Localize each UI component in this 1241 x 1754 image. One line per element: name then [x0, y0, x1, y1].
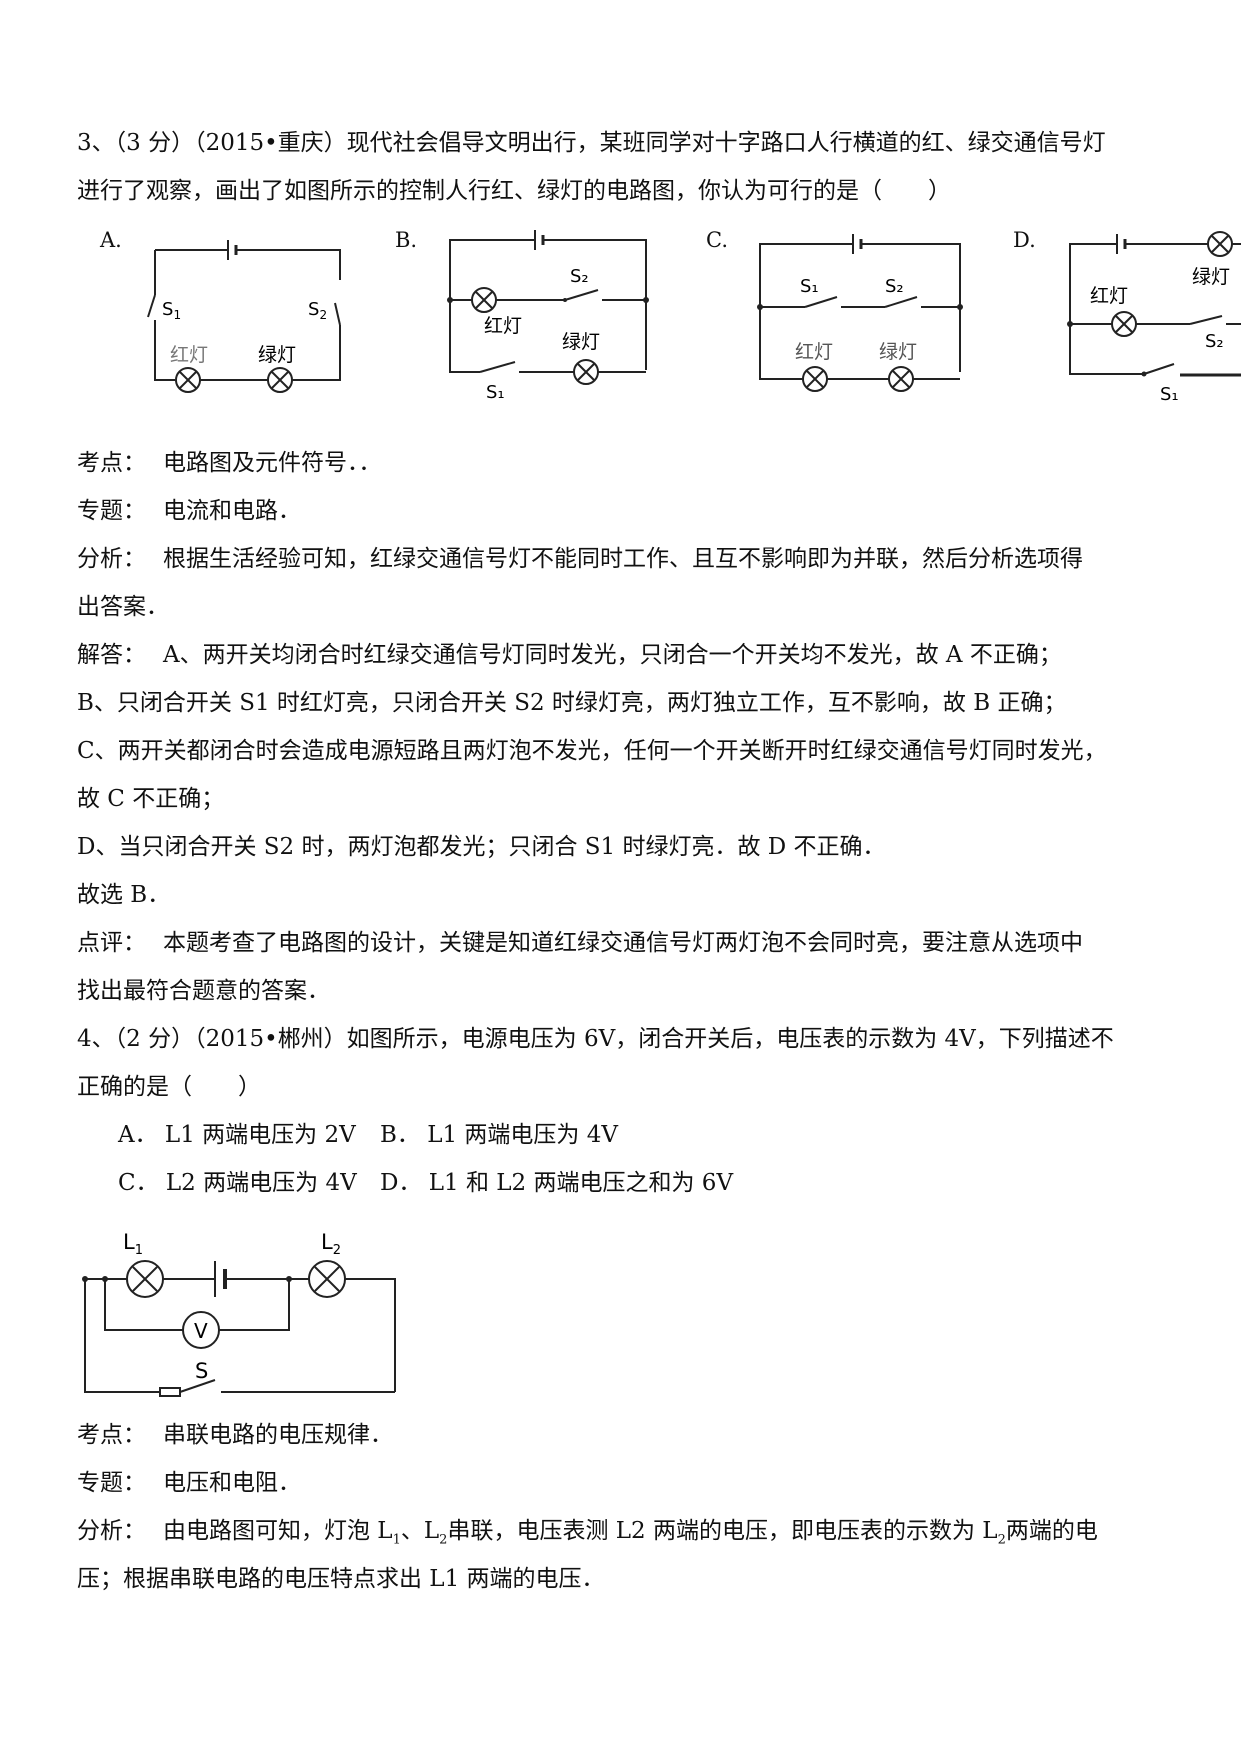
label-l1: L1 [123, 1230, 143, 1258]
label-s1: S₁ [800, 276, 819, 297]
circuit-diagram-d: 绿灯 红灯 S₂ S₁ [1067, 231, 1241, 405]
label-green-light: 绿灯 [258, 344, 296, 366]
label-red-light: 红灯 [795, 341, 833, 363]
circuit-diagram-a: S1 S2 红灯 绿灯 [147, 240, 341, 393]
label-green-light: 绿灯 [879, 341, 917, 363]
label-switch-s: S [195, 1359, 208, 1383]
q3-dianping-cont: 找出最符合题意的答案． [77, 978, 330, 1004]
label-green-light: 绿灯 [1192, 266, 1230, 288]
label-s2: S₂ [885, 276, 904, 297]
q4-option-d: D． L1 和 L2 两端电压之和为 6V [380, 1170, 734, 1196]
q4-stem-line2: 正确的是（ ） [77, 1074, 261, 1100]
q3-fenxi: 分析：根据生活经验可知，红绿交通信号灯不能同时工作、且互不影响即为并联，然后分析… [77, 546, 1083, 572]
q3-jieda: 解答：A、两开关均闭合时红绿交通信号灯同时发光，只闭合一个开关均不发光，故 A … [77, 642, 1062, 668]
q3-option-c-label: C. [706, 228, 728, 252]
q3-option-b-label: B. [395, 228, 418, 252]
circuit-diagram-c: S₁ S₂ 红灯 绿灯 [757, 234, 963, 392]
q3-jieda-c-cont: 故 C 不正确； [77, 786, 225, 812]
q4-option-b: B． L1 两端电压为 4V [380, 1122, 618, 1148]
circuit-diagram-q4: V L1 L2 S [82, 1230, 396, 1397]
q3-stem-line2: 进行了观察，画出了如图所示的控制人行红、绿灯的电路图，你认为可行的是（ ） [77, 178, 951, 204]
label-s1: S1 [162, 299, 181, 322]
q3-option-a-label: A. [100, 228, 122, 252]
q4-option-c: C． L2 两端电压为 4V [118, 1170, 357, 1196]
q4-kaodian: 考点：串联电路的电压规律． [77, 1422, 393, 1448]
label-red-light: 红灯 [170, 344, 208, 366]
label-s1: S₁ [486, 382, 505, 403]
q3-option-d-label: D. [1013, 228, 1036, 252]
q4-stem-line1: 4、（2 分）（2015•郴州）如图所示，电源电压为 6V，闭合开关后，电压表的… [77, 1026, 1114, 1052]
q3-jieda-d: D、当只闭合开关 S2 时，两灯泡都发光；只闭合 S1 时绿灯亮．故 D 不正确… [77, 834, 886, 860]
label-s2: S₂ [570, 266, 589, 287]
q4-fenxi: 分析：由电路图可知，灯泡 L1、L2串联，电压表测 L2 两端的电压，即电压表的… [77, 1518, 1098, 1548]
circuit-diagram-b: S₂ 红灯 绿灯 S₁ [447, 230, 649, 403]
q3-dianping: 点评：本题考查了电路图的设计，关键是知道红绿交通信号灯两灯泡不会同时亮，要注意从… [77, 930, 1083, 956]
label-green-light: 绿灯 [562, 331, 600, 353]
label-s2: S2 [308, 299, 327, 322]
q3-kaodian: 考点：电路图及元件符号．． [77, 450, 382, 476]
q4-zhuanti: 专题：电压和电阻． [77, 1470, 301, 1496]
q3-jieda-c: C、两开关都闭合时会造成电源短路且两灯泡不发光，任何一个开关断开时红绿交通信号灯… [77, 738, 1107, 764]
q3-jieda-b: B、只闭合开关 S1 时红灯亮，只闭合开关 S2 时绿灯亮，两灯独立工作，互不影… [77, 690, 1067, 716]
q3-stem-line1: 3、（3 分）（2015•重庆）现代社会倡导文明出行，某班同学对十字路口人行横道… [77, 130, 1106, 156]
q3-fenxi-cont: 出答案． [77, 594, 169, 620]
label-red-light: 红灯 [484, 315, 522, 337]
label-l2: L2 [321, 1230, 341, 1258]
label-red-light: 红灯 [1090, 285, 1128, 307]
label-s1: S₁ [1160, 384, 1179, 405]
voltmeter-label: V [194, 1319, 208, 1343]
q4-fenxi-cont: 压；根据串联电路的电压特点求出 L1 两端的电压． [77, 1566, 605, 1592]
q4-option-a: A． L1 两端电压为 2V [118, 1122, 356, 1148]
label-s2: S₂ [1205, 331, 1224, 352]
q3-answer: 故选 B． [77, 882, 171, 908]
q3-zhuanti: 专题：电流和电路． [77, 498, 301, 524]
